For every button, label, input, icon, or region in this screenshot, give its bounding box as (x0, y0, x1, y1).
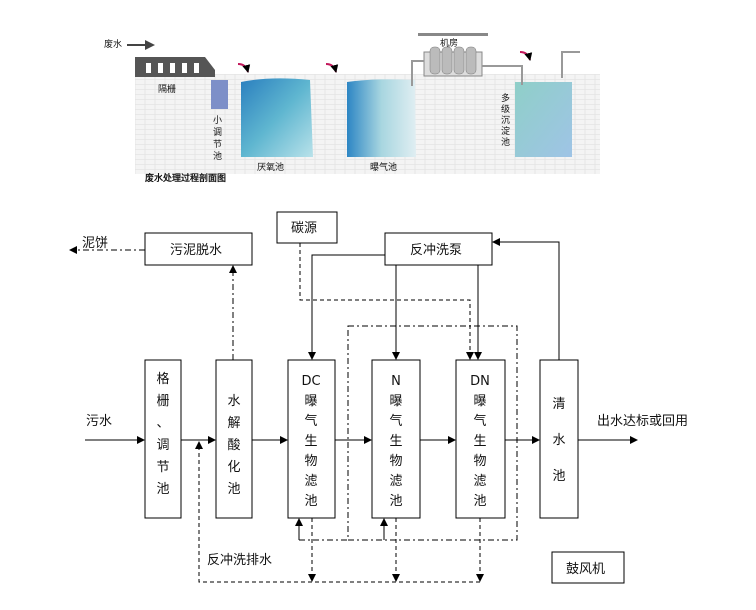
dc-filter-label-char: 生 (304, 434, 317, 449)
blower-label: 鼓风机 (566, 562, 605, 577)
grille-tank-box (144, 359, 182, 519)
sludge-dewatering-box (144, 232, 253, 266)
n-filter-label-char: 曝 (389, 394, 402, 409)
carbon-source-label: 碳源 (291, 221, 317, 236)
dc-filter-label-char: 池 (304, 494, 317, 509)
grille-tank-label-char: 格 (156, 371, 169, 387)
hydrolysis-label-char: 水 (227, 394, 240, 409)
process-illustration: 废水 隔栅 小 调 节 池 厌氧池 曝气池 机房 多 级 沉 淀 池 废水处理过… (104, 33, 600, 184)
dc-filter-label-char: 物 (304, 454, 317, 469)
dn-filter-label-char: 物 (473, 454, 486, 469)
flow-labels: 泥饼 污泥脱水 碳源 反冲洗泵 污水 出水达标或回用 反冲洗排水 鼓风机 格栅、… (82, 221, 688, 577)
n-filter-label-char: 气 (389, 413, 402, 429)
hydrolysis-box (215, 359, 253, 519)
n-filter-label-char: 物 (389, 454, 402, 469)
dn-filter-label-char: DN (470, 374, 490, 389)
svg-text:小: 小 (213, 115, 222, 126)
backwash-pump-box (384, 232, 493, 266)
hydrolysis-label-char: 池 (227, 482, 240, 497)
illustration-caption: 废水处理过程剖面图 (145, 172, 226, 184)
grille-tank-label-char: 、 (156, 416, 169, 431)
dc-filter-label-char: DC (301, 374, 320, 389)
blower-box (551, 551, 625, 584)
air-supply-line (347, 325, 518, 541)
svg-text:节: 节 (213, 139, 222, 150)
n-filter-label-char: 生 (389, 434, 402, 449)
small-tank-water (211, 80, 228, 109)
hydrolysis-label-char: 酸 (227, 438, 240, 453)
svg-text:多: 多 (501, 92, 510, 104)
drain-return-line (195, 441, 480, 583)
backwash-pump-label: 反冲洗泵 (410, 243, 462, 258)
dn-filter-label-char: 气 (473, 413, 486, 429)
aeration-label: 曝气池 (370, 161, 397, 173)
dn-filter-label-char: 曝 (473, 394, 486, 409)
n-filter-label-char: 滤 (389, 474, 402, 489)
sedimentation-label: 多 级 沉 淀 池 (501, 92, 510, 148)
outflow-label: 出水达标或回用 (597, 414, 688, 429)
dn-filter-label-char: 池 (473, 494, 486, 509)
sludge-cake-label: 泥饼 (82, 236, 108, 251)
dc-filter-label-char: 滤 (304, 474, 317, 489)
backwash-line-dc (308, 254, 385, 360)
grille-tank-label-char: 栅 (156, 394, 169, 409)
anaerobic-tank-water (241, 78, 313, 157)
clear-tank-label-char: 清 (552, 397, 565, 412)
grille-tank-label-char: 池 (156, 482, 169, 497)
n-filter-label-char: N (391, 374, 401, 389)
grille-label: 隔栅 (158, 83, 176, 95)
svg-text:池: 池 (213, 150, 222, 162)
clear-tank-label-char: 池 (552, 469, 565, 484)
inflow-label: 废水 (104, 38, 122, 50)
clear-tank-label-char: 水 (552, 433, 565, 448)
grille-tank-label-char: 调 (156, 438, 169, 453)
dc-filter-label-char: 曝 (304, 394, 317, 409)
flow-chart (69, 211, 638, 584)
n-filter-label-char: 池 (389, 494, 402, 509)
sludge-dewatering-label: 污泥脱水 (170, 243, 222, 258)
svg-text:淀: 淀 (501, 125, 510, 137)
dn-filter-label-char: 滤 (473, 474, 486, 489)
hydrolysis-label-char: 化 (227, 460, 240, 475)
svg-text:级: 级 (501, 103, 510, 115)
inflow-arrow-icon (127, 40, 155, 50)
hydrolysis-label-char: 解 (227, 416, 240, 431)
sedimentation-tank-water (515, 82, 572, 157)
svg-text:池: 池 (501, 136, 510, 148)
backwash-drain-label: 反冲洗排水 (207, 553, 272, 568)
svg-text:沉: 沉 (501, 115, 510, 126)
svg-text:调: 调 (213, 127, 222, 138)
return-line (492, 238, 560, 360)
carbon-source-box (276, 211, 338, 244)
carbon-dosing-line (299, 243, 474, 360)
aeration-tank-water (347, 79, 416, 157)
dn-filter-label-char: 生 (473, 434, 486, 449)
sewage-in-label: 污水 (86, 414, 112, 429)
anaerobic-label: 厌氧池 (257, 161, 284, 173)
dc-filter-label-char: 气 (304, 413, 317, 429)
machine-room-label: 机房 (440, 37, 458, 49)
grille-tank-label-char: 节 (156, 460, 169, 475)
small-tank-label: 小 调 节 池 (213, 115, 222, 162)
